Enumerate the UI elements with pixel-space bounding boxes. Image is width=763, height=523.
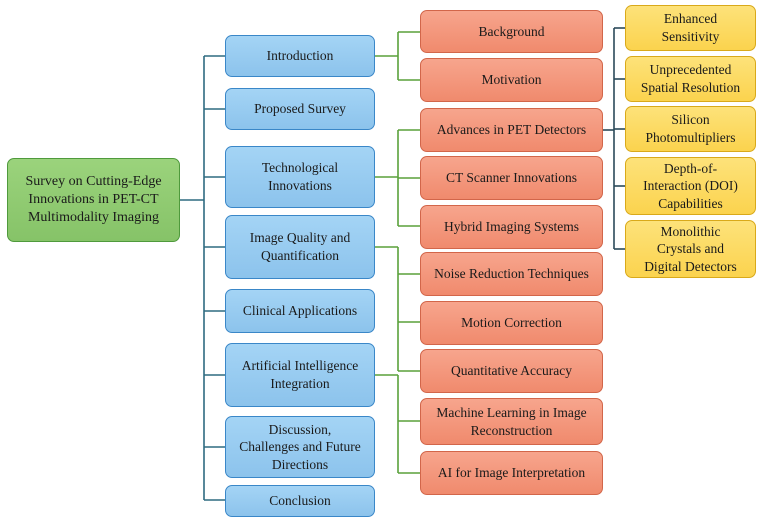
subtopic-hybrid-imaging: Hybrid Imaging Systems — [420, 205, 603, 249]
detail-doi-capabilities: Depth-of- Interaction (DOI) Capabilities — [625, 157, 756, 215]
subtopic-ai-interpretation: AI for Image Interpretation — [420, 451, 603, 495]
subtopic-pet-detectors: Advances in PET Detectors — [420, 108, 603, 152]
detail-monolithic-crystals: Monolithic Crystals and Digital Detector… — [625, 220, 756, 278]
section-technological-innovations: Technological Innovations — [225, 146, 375, 208]
section-conclusion: Conclusion — [225, 485, 375, 517]
detail-enhanced-sensitivity: Enhanced Sensitivity — [625, 5, 756, 51]
detail-spatial-resolution: Unprecedented Spatial Resolution — [625, 56, 756, 102]
detail-silicon-photomultipliers: Silicon Photomultipliers — [625, 106, 756, 152]
section-proposed-survey: Proposed Survey — [225, 88, 375, 130]
section-introduction: Introduction — [225, 35, 375, 77]
subtopic-noise-reduction: Noise Reduction Techniques — [420, 252, 603, 296]
section-discussion: Discussion, Challenges and Future Direct… — [225, 416, 375, 478]
section-clinical-applications: Clinical Applications — [225, 289, 375, 333]
subtopic-ml-reconstruction: Machine Learning in Image Reconstruction — [420, 398, 603, 445]
subtopic-motion-correction: Motion Correction — [420, 301, 603, 345]
section-image-quality: Image Quality and Quantification — [225, 215, 375, 279]
subtopic-motivation: Motivation — [420, 58, 603, 102]
subtopic-background: Background — [420, 10, 603, 53]
subtopic-quantitative-accuracy: Quantitative Accuracy — [420, 349, 603, 393]
section-ai-integration: Artificial Intelligence Integration — [225, 343, 375, 407]
subtopic-ct-scanner: CT Scanner Innovations — [420, 156, 603, 200]
root-node: Survey on Cutting-Edge Innovations in PE… — [7, 158, 180, 242]
